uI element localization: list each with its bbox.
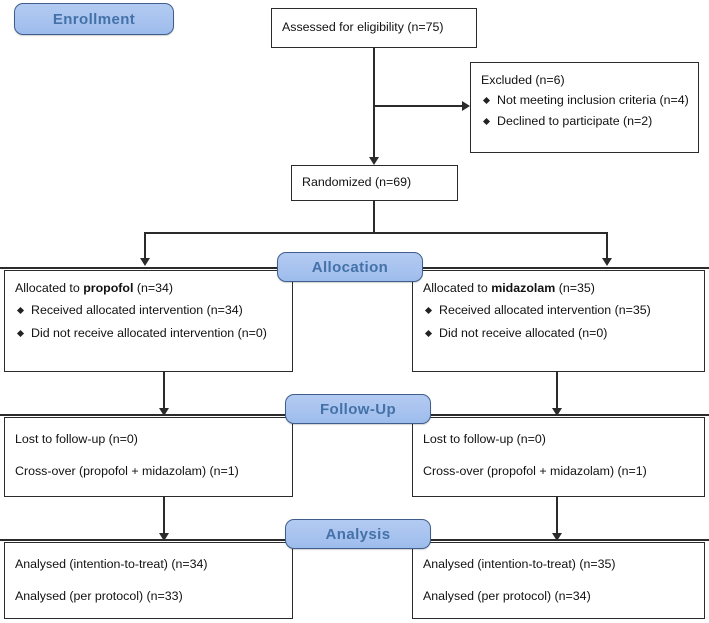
stage-badge-followup: Follow-Up	[285, 394, 431, 424]
connector-split-right	[606, 232, 608, 263]
allocation-left-drug: propofol	[83, 281, 134, 295]
followup-right-crossover: Cross-over (propofol + midazolam) (n=1)	[423, 464, 647, 478]
allocation-left-box: Allocated to propofol (n=34) Received al…	[4, 270, 293, 372]
connector-alloc-right-to-followup	[556, 372, 558, 412]
connector-followup-right-to-analysis	[556, 497, 558, 537]
allocation-right-box: Allocated to midazolam (n=35) Received a…	[412, 270, 705, 372]
analysis-right-pp: Analysed (per protocol) (n=34)	[423, 589, 591, 603]
allocation-right-heading-suffix: (n=35)	[555, 281, 595, 295]
allocation-left-item: Received allocated intervention (n=34)	[15, 302, 282, 319]
stage-badge-analysis: Analysis	[285, 519, 431, 549]
connector-alloc-left-to-followup	[163, 372, 165, 412]
connector-to-excluded	[373, 105, 465, 107]
stage-badge-allocation-label: Allocation	[311, 258, 389, 276]
followup-left-lost: Lost to follow-up (n=0)	[15, 432, 138, 446]
connector-randomized-down	[373, 201, 375, 233]
allocation-right-heading: Allocated to midazolam (n=35)	[423, 281, 694, 296]
allocation-right-item: Did not receive allocated (n=0)	[423, 325, 694, 342]
diamond-bullet-icon	[16, 306, 25, 315]
stage-badge-allocation: Allocation	[277, 252, 423, 282]
allocation-left-item: Did not receive allocated intervention (…	[15, 325, 282, 342]
analysis-right-box: Analysed (intention-to-treat) (n=35) Ana…	[412, 542, 705, 619]
allocation-left-heading: Allocated to propofol (n=34)	[15, 281, 282, 296]
stage-badge-enrollment: Enrollment	[14, 3, 174, 35]
excluded-reason-text: Not meeting inclusion criteria (n=4)	[497, 93, 689, 107]
analysis-left-box: Analysed (intention-to-treat) (n=34) Ana…	[4, 542, 293, 619]
analysis-left-pp: Analysed (per protocol) (n=33)	[15, 589, 183, 603]
analysis-right-itt: Analysed (intention-to-treat) (n=35)	[423, 557, 616, 571]
assessed-for-eligibility-box: Assessed for eligibility (n=75)	[271, 8, 477, 48]
allocation-left-item-text: Received allocated intervention (n=34)	[31, 303, 243, 317]
arrow-assessed-to-randomized	[368, 157, 379, 165]
randomized-text: Randomized (n=69)	[302, 175, 412, 189]
assessed-for-eligibility-text: Assessed for eligibility (n=75)	[282, 20, 444, 34]
stage-badge-enrollment-label: Enrollment	[52, 10, 136, 28]
followup-left-box: Lost to follow-up (n=0) Cross-over (prop…	[4, 417, 293, 497]
allocation-right-item-text: Did not receive allocated (n=0)	[439, 326, 608, 340]
followup-right-box: Lost to follow-up (n=0) Cross-over (prop…	[412, 417, 705, 497]
connector-followup-left-to-analysis	[163, 497, 165, 537]
allocation-right-item: Received allocated intervention (n=35)	[423, 302, 694, 319]
diamond-bullet-icon	[482, 96, 491, 105]
excluded-reason-text: Declined to participate (n=2)	[497, 114, 653, 128]
arrow-followup-right-to-analysis	[551, 533, 562, 541]
stage-badge-analysis-label: Analysis	[325, 525, 391, 543]
arrow-to-excluded	[462, 101, 470, 111]
diamond-bullet-icon	[16, 329, 25, 338]
diamond-bullet-icon	[424, 306, 433, 315]
analysis-left-itt: Analysed (intention-to-treat) (n=34)	[15, 557, 208, 571]
connector-allocation-split	[144, 232, 607, 234]
allocation-right-item-text: Received allocated intervention (n=35)	[439, 303, 651, 317]
arrow-alloc-right-to-followup	[551, 408, 562, 416]
randomized-box: Randomized (n=69)	[291, 165, 458, 201]
allocation-right-heading-prefix: Allocated to	[423, 281, 492, 295]
arrow-split-left	[139, 258, 150, 266]
excluded-box: Excluded (n=6) Not meeting inclusion cri…	[470, 62, 699, 153]
allocation-left-heading-suffix: (n=34)	[133, 281, 174, 295]
allocation-left-item-text: Did not receive allocated intervention (…	[31, 326, 267, 340]
diamond-bullet-icon	[482, 117, 491, 126]
arrow-split-right	[601, 258, 612, 266]
excluded-reason-item: Declined to participate (n=2)	[481, 113, 688, 130]
followup-right-lost: Lost to follow-up (n=0)	[423, 432, 546, 446]
connector-assessed-to-randomized	[373, 48, 375, 161]
diamond-bullet-icon	[424, 329, 433, 338]
followup-left-crossover: Cross-over (propofol + midazolam) (n=1)	[15, 464, 239, 478]
allocation-right-drug: midazolam	[491, 281, 556, 295]
excluded-reason-item: Not meeting inclusion criteria (n=4)	[481, 92, 689, 109]
stage-badge-followup-label: Follow-Up	[319, 400, 397, 418]
connector-split-left	[144, 232, 146, 263]
arrow-followup-left-to-analysis	[158, 533, 169, 541]
allocation-left-heading-prefix: Allocated to	[15, 281, 84, 295]
arrow-alloc-left-to-followup	[158, 408, 169, 416]
excluded-title: Excluded (n=6)	[481, 73, 565, 87]
